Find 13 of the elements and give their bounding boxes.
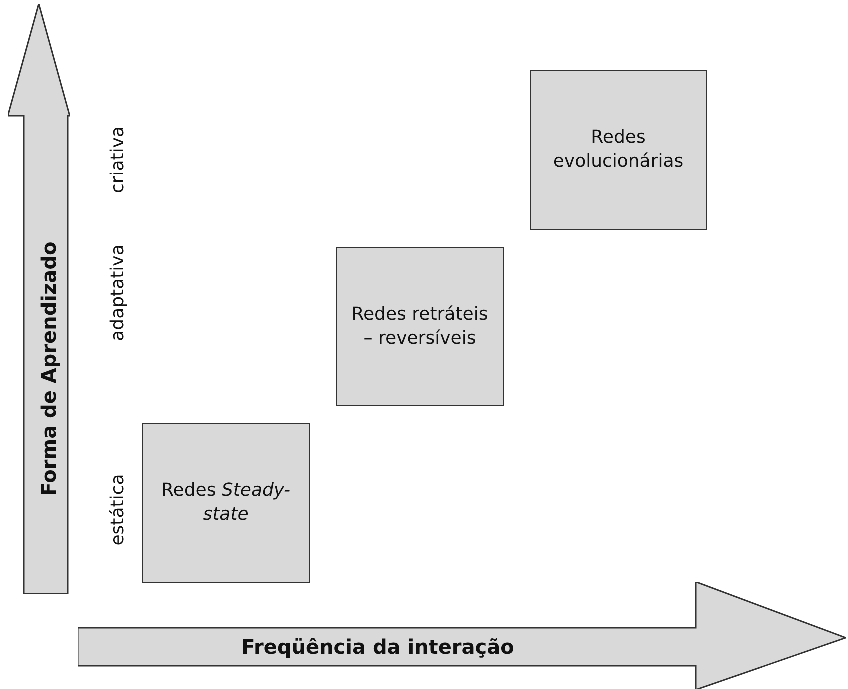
level-label: estática [108,474,128,546]
category-box [336,247,504,406]
axis-title: Forma de Aprendizado [37,242,61,496]
category-box [142,423,310,583]
category-box [530,70,707,230]
axis-title: Freqüência da interação [242,635,514,659]
block-arrow [78,582,846,689]
level-label: criativa [108,126,128,194]
box-label: Redes Steady-state [160,479,292,527]
level-label: adaptativa [108,244,128,342]
box-label: Redes retráteis – reversíveis [350,302,490,350]
box-label: Redes evolucionárias [552,126,685,174]
block-arrow [8,4,70,594]
